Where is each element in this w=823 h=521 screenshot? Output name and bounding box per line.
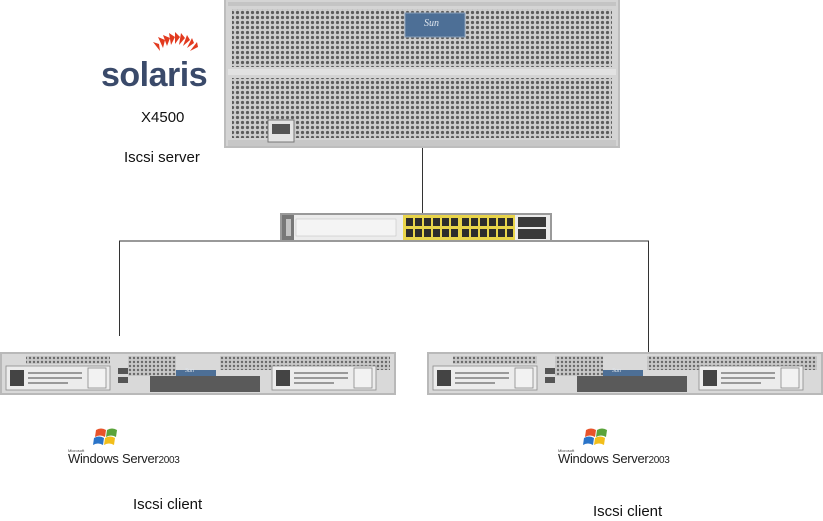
connection-lines: [119, 148, 649, 356]
server-model-label: X4500: [141, 109, 185, 126]
left-client-server: [0, 352, 396, 395]
solaris-logo: solaris: [101, 56, 208, 94]
right-client-role-label: Iscsi client: [593, 503, 663, 520]
network-switch: [280, 213, 552, 242]
right-windows-vendor: Microsoft: [558, 448, 575, 453]
switch-to-right-client-line: [551, 240, 649, 356]
right-windows-name: Windows Server: [558, 451, 649, 466]
left-windows-year: 2003: [158, 455, 180, 466]
right-windows-logo: Windows Server2003: [558, 451, 670, 466]
right-windows-year: 2003: [648, 455, 670, 466]
left-windows-vendor: Microsoft: [68, 448, 85, 453]
left-windows-name: Windows Server: [68, 451, 159, 466]
server-role-label: Iscsi server: [124, 149, 200, 166]
right-client-server: [427, 352, 823, 395]
solaris-sun-icon: [153, 32, 198, 51]
server-vendor-badge: Sun: [424, 18, 439, 29]
windows-flag-icon-right: [583, 428, 607, 445]
left-client-role-label: Iscsi client: [133, 496, 203, 513]
switch-to-left-client-line: [119, 240, 280, 336]
switch-port-grid: [406, 218, 513, 237]
left-client-vendor-badge: Sun: [185, 368, 194, 374]
windows-flag-icon-left: [93, 428, 117, 445]
x4500-server: [224, 0, 620, 148]
right-client-vendor-badge: Sun: [612, 368, 621, 374]
left-windows-logo: Windows Server2003: [68, 451, 180, 466]
